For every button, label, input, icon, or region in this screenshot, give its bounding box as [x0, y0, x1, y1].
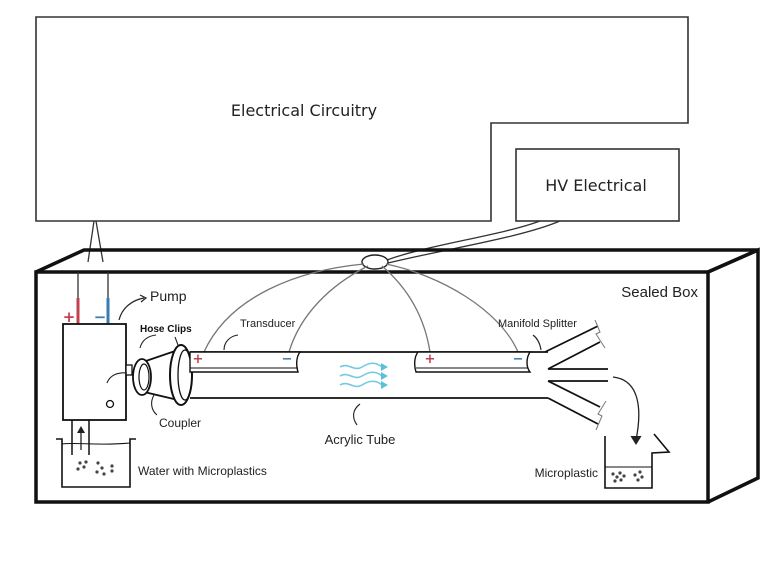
hose-clip-right-inner: [177, 349, 193, 401]
microplastic-label: Microplastic: [535, 466, 598, 480]
hose-clips-arrow2-icon: [174, 336, 179, 346]
transducer-1: [189, 351, 302, 373]
pump-minus-sign: −: [94, 308, 107, 326]
coupler-arrow-icon: [151, 394, 158, 416]
hv-electrical-box: [515, 148, 680, 222]
pump-power-wires: [87, 220, 104, 263]
microplastic-bin: [604, 433, 671, 489]
electrical-circuitry-label: Electrical Circuitry: [231, 101, 377, 120]
water-surface: [61, 442, 131, 445]
pump-arrow-icon: [118, 297, 145, 321]
cable-grommet: [361, 254, 389, 270]
flow-arrows-icon: [339, 362, 383, 388]
water-bin: [56, 438, 136, 488]
microplastic-particles-icon: [611, 470, 644, 483]
pump-outlet: [125, 364, 133, 376]
coupler-label: Coupler: [159, 416, 201, 430]
transducer-1-plus: +: [193, 352, 204, 367]
transducer-1-minus: −: [282, 352, 293, 367]
pump-plus-sign: +: [63, 308, 76, 326]
output-arrow-icon: [612, 376, 640, 441]
intake-arrowhead-icon: [77, 426, 85, 433]
transducer-2-minus: −: [513, 352, 524, 367]
intake-pipes: [71, 420, 90, 455]
manifold-break-marks: [594, 319, 607, 431]
pump-indicator: [105, 399, 115, 409]
hose-clip-left: [132, 358, 152, 396]
hose-clips-label: Hose Clips: [140, 324, 192, 335]
electrical-circuitry-box: [35, 16, 689, 222]
hv-cable: [381, 220, 561, 265]
acrylic-tube-label: Acrylic Tube: [325, 432, 396, 447]
transducer-arrow-icon: [223, 334, 239, 351]
manifold-arrow-icon: [532, 334, 542, 351]
transducer-2: [413, 351, 532, 373]
transducer-wires: [203, 263, 519, 353]
pump-arrowhead-icon: [139, 294, 148, 303]
transducer-2-plus: +: [425, 352, 436, 367]
sealed-box: [34, 247, 760, 504]
output-arrowhead-icon: [630, 435, 642, 445]
manifold-splitter: [544, 325, 608, 425]
manifold-splitter-label: Manifold Splitter: [498, 318, 577, 330]
sealed-box-label: Sealed Box: [621, 284, 698, 301]
transducer-label: Transducer: [240, 318, 296, 330]
flow-arrowheads-icon: [381, 363, 388, 389]
pump-body: [62, 323, 127, 421]
hose-clip-left-inner: [138, 363, 150, 391]
hose-clips-arrow-icon: [139, 334, 157, 349]
pump-label: Pump: [150, 288, 187, 304]
hv-electrical-label: HV Electrical: [545, 176, 647, 195]
water-microplastics-icon: [76, 460, 114, 476]
pump-outlet-arrow-icon: [106, 372, 128, 384]
acrylic-tube-arrow-icon: [353, 403, 361, 426]
water-with-microplastics-label: Water with Microplastics: [138, 464, 267, 478]
